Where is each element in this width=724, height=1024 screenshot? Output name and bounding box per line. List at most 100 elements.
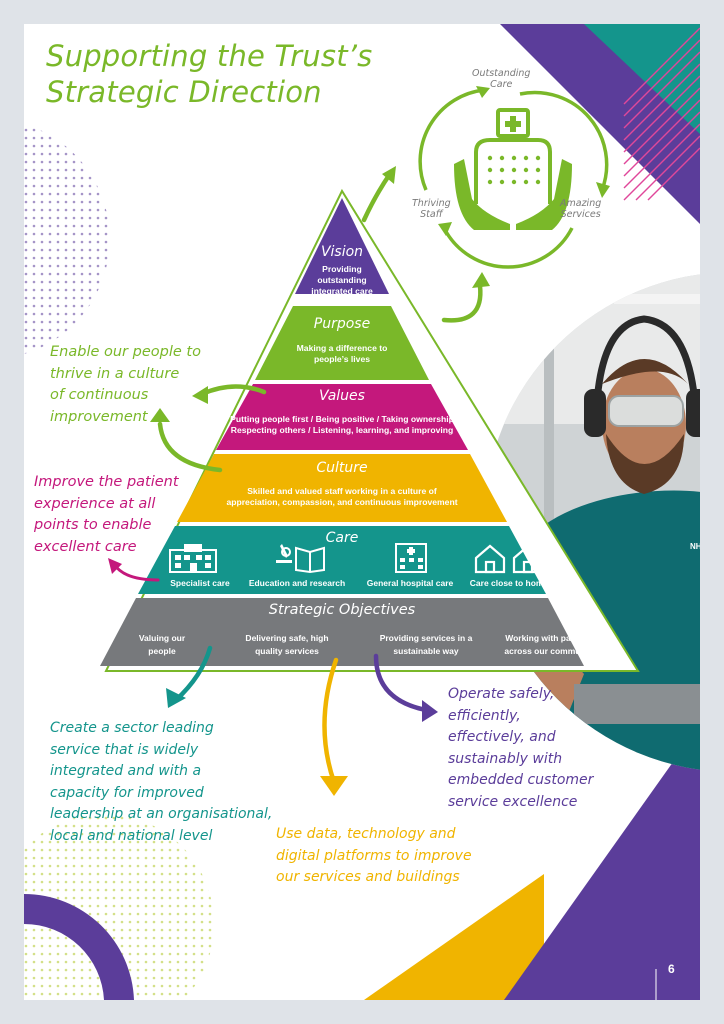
arrowhead-purpose [472, 272, 490, 288]
note-line: local and national level [50, 827, 213, 844]
note-line: Enable our people to [50, 344, 201, 360]
note-thrive: Enable our people to thrive in a culture… [50, 342, 201, 428]
vision-text: Providing outstanding integrated care [311, 264, 373, 297]
hospital-hands-icon [454, 108, 572, 230]
objective-line: across our community [504, 646, 596, 656]
note-line: points to enable [34, 517, 152, 533]
note-line: service excellence [448, 793, 578, 810]
note-line: effectively, and [448, 729, 556, 745]
brochure-page: Supporting the Trust’s Strategic Directi… [24, 24, 700, 1000]
specialist-care-icon [169, 544, 217, 573]
objective-sustainable: Providing services in a sustainable way [380, 632, 473, 658]
care-item-education: Education and research [248, 578, 346, 588]
values-title: Values [319, 388, 365, 404]
arrowhead-culture [150, 408, 170, 422]
left-dot-pattern [24, 124, 110, 354]
note-line: our services and buildings [276, 869, 460, 885]
note-sector: Create a sector leading service that is … [50, 718, 272, 847]
purpose-title: Purpose [313, 316, 371, 332]
note-line: integrated and with a [50, 763, 202, 779]
note-line: thrive in a culture [50, 365, 180, 382]
values-text-line: Putting people first / Being positive / … [230, 414, 454, 424]
care-item-close-to-home: Care close to home [469, 578, 549, 588]
arrowhead-care [108, 558, 122, 574]
culture-text-line: Skilled and valued staff working in a cu… [247, 486, 437, 496]
arrowhead-orange [320, 776, 348, 796]
bottom-right-purple-triangle [504, 724, 700, 1000]
cycle-label-line: Thriving [412, 198, 451, 209]
purpose-text: Making a difference to people’s lives [297, 343, 388, 365]
note-line: Improve the patient [34, 474, 179, 490]
values-text: Putting people first / Being positive / … [230, 414, 454, 436]
note-line: embedded customer [448, 772, 594, 788]
page-title: Supporting the Trust’s Strategic Directi… [46, 38, 373, 110]
objective-valuing-people: Valuing our people [139, 632, 185, 658]
note-line: sustainably with [448, 750, 563, 767]
care-item-specialist: Specialist care [170, 578, 230, 588]
general-hospital-icon [395, 543, 427, 573]
note-patient: Improve the patient experience at all po… [34, 472, 179, 558]
objective-line: Valuing our [138, 633, 186, 643]
culture-text-line: appreciation, compassion, and continuous… [226, 497, 458, 507]
arrow-purpose-cycle [441, 283, 483, 323]
note-line: digital platforms to improve [276, 847, 472, 864]
note-line: Use data, technology and [276, 826, 456, 842]
bottom-orange-triangle [364, 874, 544, 1000]
culture-tier [177, 454, 507, 522]
purpose-text-line: Making a difference to [296, 343, 388, 353]
care-close-home-icon [474, 544, 544, 574]
title-line-1: Supporting the Trust’s [46, 39, 373, 73]
top-right-teal-shape [584, 24, 700, 134]
values-tier [216, 384, 468, 450]
note-operate: Operate safely, efficiently, effectively… [448, 684, 593, 813]
note-line: Operate safely, [448, 686, 555, 702]
vision-text-line: Providing [322, 264, 362, 274]
objectives-tier [100, 598, 584, 666]
page-number: 6 [668, 962, 675, 976]
note-line: improvement [50, 408, 148, 425]
culture-text: Skilled and valued staff working in a cu… [226, 486, 457, 508]
cycle-diagram [418, 86, 610, 269]
objective-partners: Working with partners across our communi… [504, 632, 595, 658]
care-title: Care [325, 530, 359, 546]
cycle-label-thriving-staff: Thriving Staff [412, 198, 451, 220]
values-text-line: Respecting others / Listening, learning,… [230, 425, 454, 435]
arrowhead-teal [166, 688, 186, 708]
culture-title: Culture [316, 460, 368, 476]
purpose-text-line: people’s lives [313, 354, 371, 364]
cycle-label-line: Amazing [560, 198, 602, 209]
vision-text-line: integrated care [311, 286, 373, 296]
note-line: Create a sector leading [50, 720, 214, 736]
objective-safe-services: Delivering safe, high quality services [245, 632, 328, 658]
objective-line: Working with partners [505, 633, 595, 643]
cycle-label-line: Staff [420, 209, 443, 220]
cycle-label-line: Outstanding [472, 68, 531, 79]
arrow-purple [373, 653, 429, 713]
cycle-label-line: Services [560, 209, 601, 220]
cycle-label-outstanding-care: Outstanding Care [472, 68, 530, 90]
arrow-vision-cycle [361, 171, 393, 223]
arrowhead-purple [422, 700, 438, 722]
vision-text-line: outstanding [317, 275, 367, 285]
purpose-tier [255, 306, 429, 380]
bottom-left-dot-pattern [24, 814, 214, 1000]
arrowhead-values [192, 386, 208, 404]
note-line: service that is widely [50, 741, 199, 758]
objective-line: quality services [255, 646, 319, 656]
note-line: capacity for improved [50, 784, 204, 801]
note-line: experience at all [34, 495, 156, 512]
objectives-title: Strategic Objectives [268, 602, 416, 618]
objective-line: sustainable way [393, 646, 459, 656]
arrow-culture-note [157, 421, 223, 473]
care-item-general-hospital: General hospital care [366, 578, 454, 588]
objective-line: Delivering safe, high [245, 633, 329, 643]
bottom-left-purple-arc [24, 893, 134, 1000]
cycle-label-amazing-services: Amazing Services [560, 198, 601, 220]
vision-tier [295, 198, 389, 294]
arrow-orange [322, 657, 339, 785]
cycle-label-line: Care [490, 79, 513, 90]
note-line: of continuous [50, 387, 149, 403]
note-data: Use data, technology and digital platfor… [276, 824, 472, 889]
title-line-2: Strategic Direction [46, 75, 322, 109]
arrowhead-vision [382, 166, 396, 184]
